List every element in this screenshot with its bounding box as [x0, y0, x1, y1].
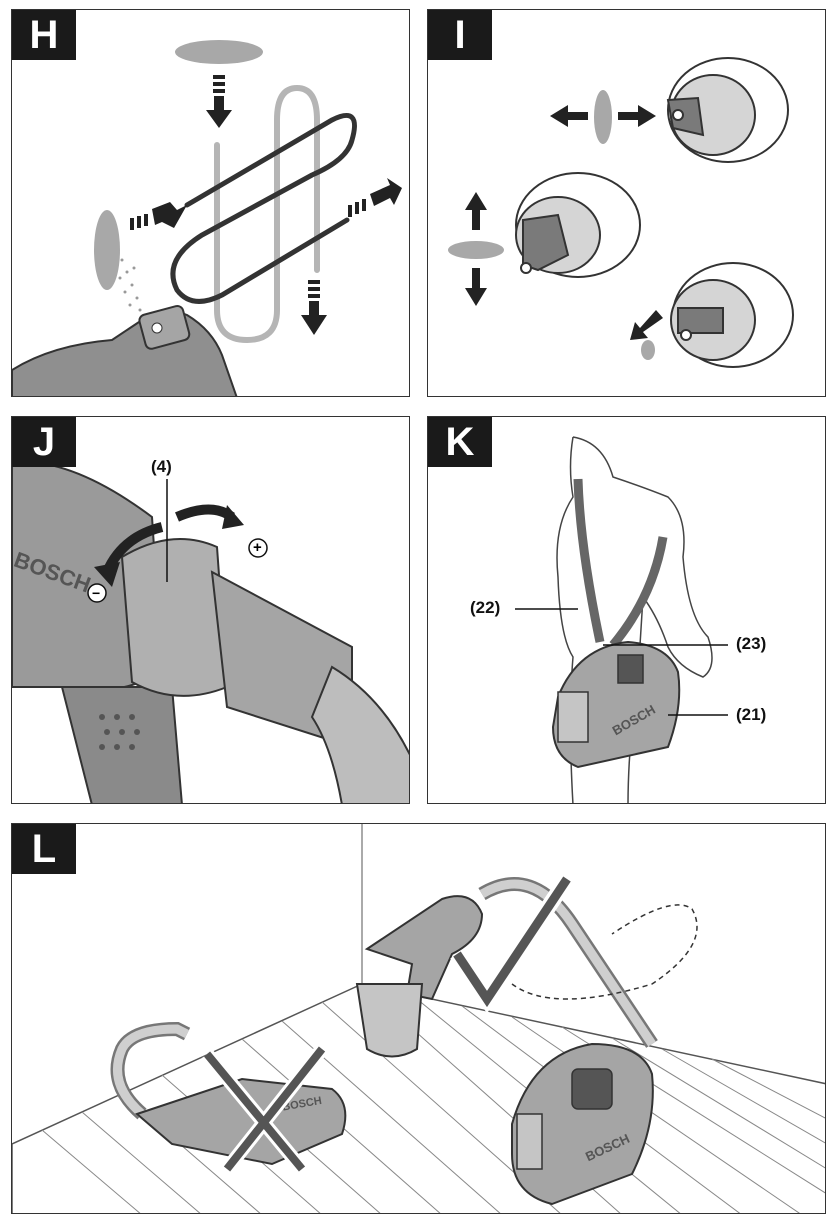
- paint-container: [355, 983, 424, 1058]
- carrying-strap-illustration: BOSCH: [515, 436, 728, 803]
- flow-adjustment-ring: [120, 538, 229, 697]
- flow-adjustment-illustration: BOSCH: [12, 460, 409, 803]
- vertical-motion-path: [214, 84, 320, 344]
- nozzle-round: [670, 262, 794, 368]
- nozzle-horizontal: [666, 57, 789, 163]
- rotate-clockwise-arrow: [175, 504, 235, 522]
- spray-gun-nozzle: [12, 310, 238, 396]
- panel-label-h: H: [12, 10, 76, 60]
- panel-label-j: J: [12, 417, 76, 467]
- panel-label-i: I: [428, 10, 492, 60]
- spray-gun-standing: [364, 895, 484, 1001]
- horizontal-motion-path: [170, 113, 357, 304]
- panel-j: BOSCH J (4) − +: [11, 416, 410, 804]
- panel-letter-k: K: [445, 420, 475, 464]
- callout-21: (21): [736, 705, 767, 724]
- spray-mist: [118, 258, 142, 312]
- panel-k: K BOSCH (22) (23) (21): [427, 416, 826, 804]
- spray-gun-handle: [60, 686, 183, 803]
- minus-symbol: −: [92, 585, 101, 601]
- panel-letter-h: H: [29, 13, 59, 57]
- turbine-unit: [511, 1042, 654, 1206]
- panel-letter-j: J: [32, 420, 56, 464]
- spray-dot: [641, 340, 655, 360]
- panel-i: I: [427, 9, 826, 397]
- spray-ellipse-horizontal: [448, 241, 504, 259]
- arrow-down-icon: [301, 280, 327, 335]
- nozzle-position-illustration: [448, 57, 794, 368]
- arrow-left-icon: [550, 105, 588, 127]
- arrow-down-icon: [465, 268, 487, 306]
- spray-ellipse-vertical: [594, 90, 612, 144]
- callout-4: (4): [151, 457, 172, 476]
- nozzle-vertical: [515, 172, 641, 278]
- spray-gun-lying: [135, 1077, 347, 1166]
- hose: [310, 665, 409, 803]
- arrow-right-icon: [618, 105, 656, 127]
- spray-ellipse-vertical: [94, 210, 120, 290]
- dashed-motion-path: [511, 904, 698, 1000]
- panel-l: L BOSCH: [11, 823, 826, 1214]
- minus-symbol-circle: [87, 583, 107, 603]
- callout-22: (22): [470, 598, 501, 617]
- storage-position-illustration: BOSCH BOSCH: [12, 824, 825, 1213]
- plus-symbol: +: [253, 539, 262, 556]
- panel-label-k: K: [428, 417, 492, 467]
- panel-label-l: L: [12, 824, 76, 874]
- shoulder-strap: [573, 478, 605, 643]
- arrow-down-icon: [206, 75, 232, 128]
- callout-23: (23): [736, 634, 767, 653]
- arrow-up-icon: [465, 192, 487, 230]
- spray-ellipse-horizontal: [175, 40, 263, 64]
- arrow-down-left-icon: [630, 310, 663, 340]
- panel-h: H: [11, 9, 410, 397]
- plus-symbol-circle: [248, 538, 268, 558]
- panel-letter-l: L: [31, 827, 57, 871]
- panel-letter-i: I: [454, 13, 466, 57]
- arrow-right-icon: [348, 178, 402, 217]
- spray-pattern-illustration: [12, 40, 402, 396]
- arrow-right-icon: [130, 202, 187, 230]
